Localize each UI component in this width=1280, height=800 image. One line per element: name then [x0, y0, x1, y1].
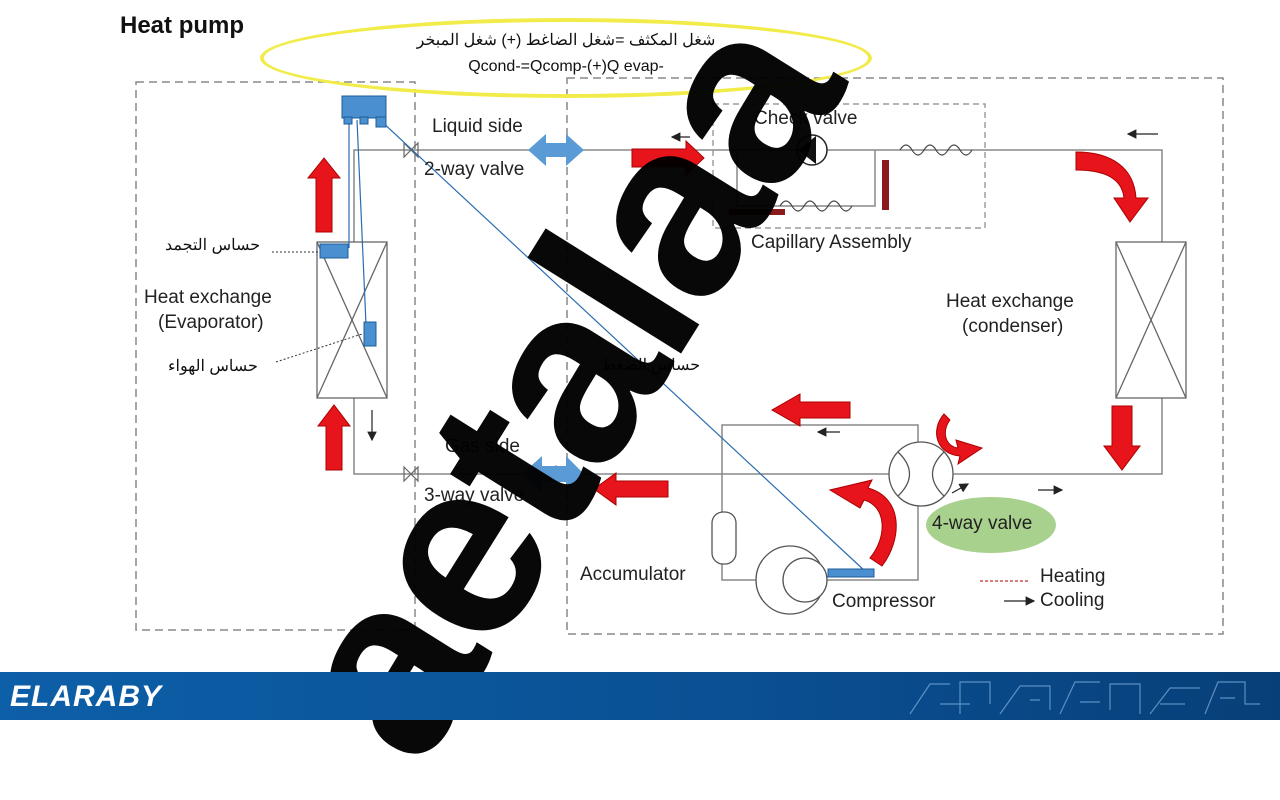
evaporator-label-line1: Heat exchange: [144, 287, 272, 308]
four-way-valve-label: 4-way valve: [932, 513, 1033, 534]
evaporator-coil: [316, 241, 388, 399]
condenser-label-line2: (condenser): [962, 316, 1064, 337]
capillary-loop: [736, 150, 876, 207]
accumulator-label: Accumulator: [580, 564, 686, 585]
pressure-sensor-label: حساس الضغط: [601, 357, 701, 374]
pressure-sensor: [827, 568, 875, 578]
legend-cooling: Cooling: [1040, 590, 1105, 611]
equation-callout: شغل المكثف =شغل الضاغط (+) شغل المبخر Qc…: [260, 18, 872, 98]
outdoor-unit-boundary: [566, 77, 1224, 635]
pressure-sensor-tube: [348, 119, 867, 573]
accumulator-symbol: [711, 511, 737, 565]
gas-line: [353, 398, 1163, 475]
two-way-valve-label: 2-way valve: [424, 159, 525, 180]
check-valve-symbol: [796, 134, 828, 166]
three-way-valve-symbol: [403, 465, 419, 483]
capillary-marker-vertical: [882, 160, 889, 210]
four-way-valve-symbol: [888, 441, 954, 507]
four-way-valve-highlight: [926, 497, 1056, 553]
indoor-unit-boundary: [135, 81, 416, 631]
condenser-coil: [1115, 241, 1187, 399]
liquid-side-label: Liquid side: [432, 116, 523, 137]
equation-english: Qcond-=Qcomp-(+)Q evap-: [468, 58, 664, 75]
gas-side-label: Gas side: [445, 436, 520, 457]
air-sensor-label: حساس الهواء: [168, 358, 258, 375]
heat-pump-diagram: [135, 77, 1224, 635]
condenser-label-line1: Heat exchange: [946, 291, 1074, 312]
capillary-marker: [729, 209, 785, 215]
capillary-coil: [779, 200, 853, 212]
check-valve-coil: [899, 144, 973, 156]
brand-logo: ELARABY: [10, 680, 163, 713]
flow-arrows: [306, 139, 1149, 567]
three-way-valve-label: 3-way valve: [424, 485, 525, 506]
legend-heating: Heating: [1040, 566, 1106, 587]
equation-arabic: شغل المكثف =شغل الضاغط (+) شغل المبخر: [416, 32, 716, 49]
compressor-label: Compressor: [832, 591, 936, 612]
capillary-box: [712, 103, 986, 229]
gas-side-valve: [522, 456, 584, 492]
check-valve-label: Check valve: [754, 108, 858, 129]
liquid-line: [353, 149, 1163, 242]
sensor-block: [319, 95, 875, 578]
compressor-symbol: [755, 545, 828, 615]
capillary-assembly-label: Capillary Assembly: [751, 232, 912, 253]
two-way-valve-symbol: [403, 141, 419, 159]
evaporator-label-line2: (Evaporator): [158, 312, 264, 333]
liquid-side-valve: [528, 134, 584, 166]
freeze-sensor: [319, 243, 349, 259]
air-sensor: [363, 321, 377, 347]
slide-title: Heat pump: [120, 12, 245, 39]
freeze-sensor-label: حساس التجمد: [165, 237, 261, 254]
footer-bar: ELARABY: [0, 672, 1280, 720]
circuit-pattern-decoration: [909, 681, 1260, 715]
